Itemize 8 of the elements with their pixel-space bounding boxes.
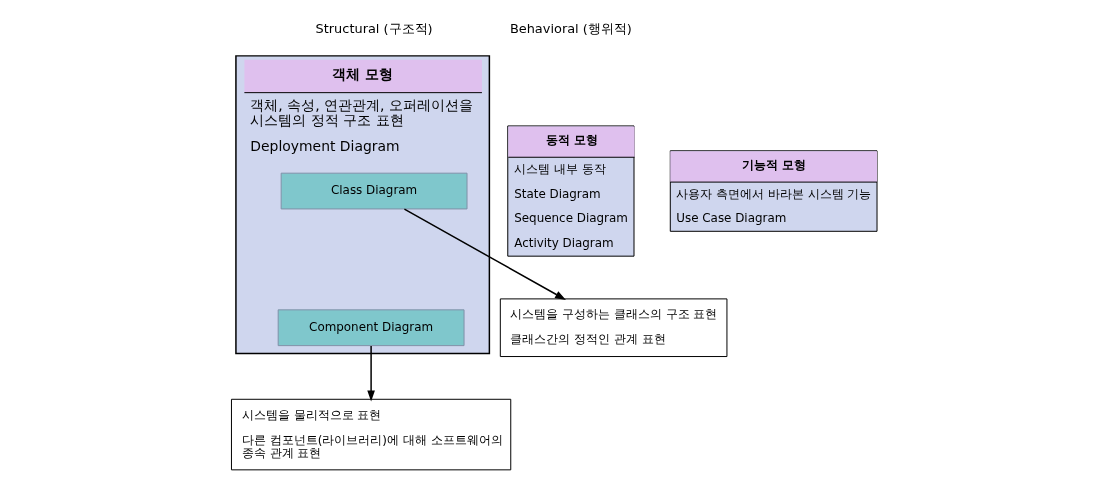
label: Structural (구조적) bbox=[315, 21, 433, 37]
node-box: Class Diagram bbox=[280, 172, 468, 210]
node-box: 시스템을 구성하는 클래스의 구조 표현 클래스간의 정적인 관계 표현 bbox=[499, 298, 728, 358]
arrow bbox=[367, 345, 375, 402]
node-box: Component Diagram bbox=[277, 309, 465, 347]
arrow bbox=[403, 208, 566, 300]
node-box: 시스템을 물리적으로 표현 다른 컴포넌트(라이브러리)에 대해 소프트웨어의 종속 관계 표현 bbox=[230, 398, 512, 471]
label: Behavioral (행위적) bbox=[509, 21, 632, 37]
